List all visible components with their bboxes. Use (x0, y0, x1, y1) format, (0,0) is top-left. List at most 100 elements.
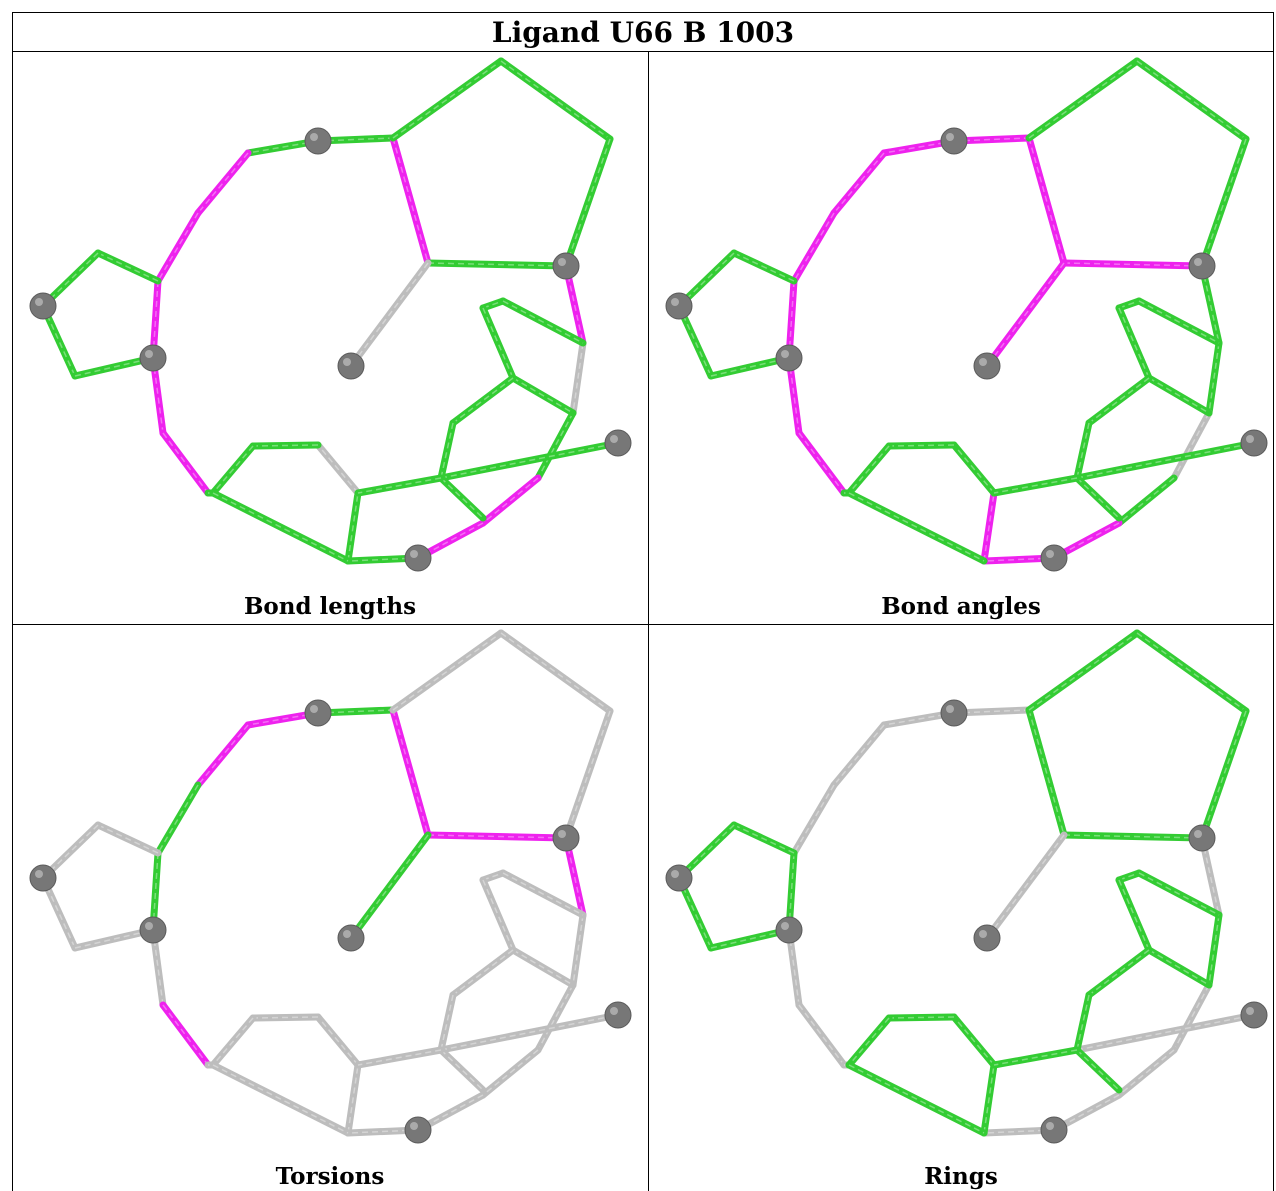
bond-highlight-22 (1201, 710, 1247, 839)
bond-highlight-19 (953, 444, 995, 494)
bond-12 (534, 409, 577, 482)
atom-shine-a5 (1194, 830, 1202, 838)
atom-shine-a5 (1194, 258, 1202, 266)
bond-18 (1073, 1011, 1258, 1054)
bond-highlight-13 (482, 1049, 539, 1096)
atom-shine-a7 (979, 358, 987, 366)
atom-shine-a7 (979, 930, 987, 938)
atom-shine-a33 (1246, 435, 1254, 443)
caption-rings: Rings (924, 1163, 998, 1190)
atom-a11 (139, 344, 167, 372)
bond-highlight-5 (833, 152, 885, 214)
row-divider (12, 624, 1274, 625)
bond-28 (1135, 297, 1223, 347)
bond-31 (449, 946, 517, 999)
bond-6 (154, 781, 202, 857)
bond-highlight-19 (953, 1016, 995, 1066)
bond-highlight-13 (482, 477, 539, 524)
bond-33 (437, 474, 487, 522)
atom-a21 (1040, 1116, 1068, 1144)
bond-highlight-2 (427, 262, 567, 267)
bond-5 (830, 149, 888, 217)
bond-27 (1115, 869, 1143, 884)
bond-18 (437, 439, 622, 482)
bond-highlight-36 (848, 445, 890, 494)
bond-11 (1205, 911, 1223, 989)
atom-a21 (1040, 544, 1068, 572)
bond-28 (1135, 869, 1223, 919)
panel-rings: Rings (649, 625, 1273, 1191)
bond-35 (885, 441, 958, 450)
bond-highlight-1 (1028, 137, 1065, 264)
atom-a14 (29, 864, 57, 892)
bond-19 (950, 1013, 998, 1069)
bond-highlight-27 (1118, 872, 1140, 881)
bond-highlight-37 (848, 1064, 985, 1134)
bond-3 (983, 831, 1068, 942)
bond-34 (354, 474, 445, 497)
atom-a5 (1188, 824, 1216, 852)
bond-highlight-5 (197, 152, 249, 214)
bond-highlight-12 (1173, 412, 1210, 479)
bond-2 (1060, 831, 1206, 842)
bond-highlight-36 (848, 1017, 890, 1066)
bond-highlight-1 (392, 137, 429, 264)
bond-highlight-16 (983, 1064, 995, 1134)
bond-highlight-6 (793, 212, 835, 282)
bond-21 (1133, 629, 1250, 715)
atom-a5 (552, 824, 580, 852)
bond-1 (1025, 706, 1068, 839)
bond-highlight-18 (1076, 1014, 1255, 1051)
bond-highlight-22 (565, 138, 611, 267)
bond-highlight-12 (1173, 984, 1210, 1051)
bond-37 (209, 489, 352, 565)
atom-a11 (139, 916, 167, 944)
bond-21 (497, 629, 614, 715)
bond-19 (950, 441, 998, 497)
caption-torsions: Torsions (275, 1163, 385, 1190)
caption-bond-angles: Bond angles (881, 593, 1041, 620)
column-divider (648, 52, 649, 1191)
atom-a21 (404, 544, 432, 572)
atom-a7 (337, 924, 365, 952)
bond-32 (437, 419, 457, 482)
bond-28 (499, 869, 587, 919)
bond-5 (194, 721, 252, 789)
bond-highlight-20 (392, 60, 502, 139)
atom-shine-a7 (343, 930, 351, 938)
bond-highlight-23 (733, 252, 795, 282)
table-title: Ligand U66 B 1003 (12, 12, 1274, 52)
bond-29 (479, 304, 517, 382)
bond-highlight-28 (502, 300, 584, 344)
bond-1 (389, 706, 432, 839)
bond-35 (249, 441, 322, 450)
bond-1 (1025, 134, 1068, 267)
ligand-diagram-bond-angles (665, 57, 1268, 572)
bond-highlight-19 (317, 444, 359, 494)
bond-21 (1133, 57, 1250, 143)
bond-highlight-21 (1136, 632, 1247, 712)
bond-highlight-9 (798, 432, 845, 494)
atom-a33 (604, 429, 632, 457)
bond-highlight-35 (888, 1016, 955, 1019)
bond-highlight-29 (1118, 879, 1150, 951)
bond-highlight-37 (848, 492, 985, 562)
bond-33 (1073, 1046, 1123, 1094)
bond-11 (1205, 339, 1223, 417)
bond-highlight-26 (74, 929, 154, 949)
bond-highlight-23 (97, 252, 159, 282)
atom-shine-a7 (343, 358, 351, 366)
bond-6 (790, 209, 838, 285)
bond-highlight-11 (1208, 914, 1220, 986)
bond-highlight-36 (212, 1017, 254, 1066)
bond-13 (1115, 1046, 1178, 1099)
bond-22 (562, 707, 614, 842)
bond-highlight-27 (482, 872, 504, 881)
bond-highlight-23 (97, 824, 159, 854)
bond-36 (845, 1014, 893, 1069)
ligand-diagram-torsions (29, 629, 632, 1144)
bond-highlight-30 (512, 377, 574, 414)
bond-33 (1073, 474, 1123, 522)
atom-a1 (304, 127, 332, 155)
atom-shine-a21 (1046, 1122, 1054, 1130)
